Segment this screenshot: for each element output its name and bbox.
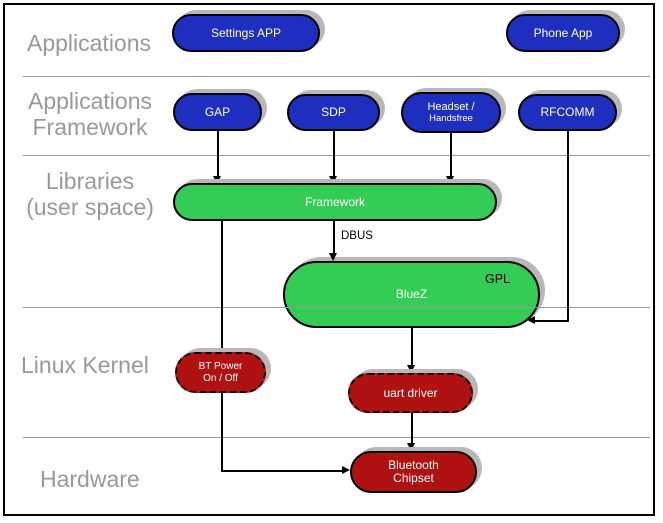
layer-label-hardware: Hardware xyxy=(40,466,140,492)
sdp-node: SDP xyxy=(287,94,380,131)
arrow-rfcomm-to-bluez-vline xyxy=(567,131,569,322)
layer-label-applications-framework: Applications Framework xyxy=(15,88,165,140)
arrow-uart-to-chipset-line xyxy=(411,413,413,444)
layer-label-libraries-line2: (user space) xyxy=(26,194,154,220)
sdp-label: SDP xyxy=(321,105,346,119)
gap-node: GAP xyxy=(173,93,262,131)
settings-app-label: Settings APP xyxy=(210,25,282,40)
arrow-rfcomm-to-bluez-head xyxy=(527,316,535,324)
diagram-border xyxy=(3,3,655,516)
layer-separator-1 xyxy=(23,76,650,77)
bluetooth-chipset-label-line2: Chipset xyxy=(393,471,434,485)
bluez-label: BlueZ xyxy=(395,287,428,301)
arrow-framework-to-bluez-head xyxy=(329,253,337,261)
bt-power-label-line1: BT Power xyxy=(198,360,243,372)
layer-separator-3 xyxy=(23,307,650,308)
bluetooth-chipset-label-line1: Bluetooth xyxy=(388,458,439,472)
arrow-framework-to-chipset-hline xyxy=(221,470,343,472)
bluez-node: BlueZ GPL xyxy=(283,261,540,328)
arrow-framework-to-bluez-line xyxy=(333,221,335,254)
layer-label-applications-framework-line1: Applications xyxy=(27,88,153,114)
arrow-headset-to-framework-head xyxy=(446,176,454,184)
headset-label-line1: Headset / xyxy=(427,101,475,113)
rfcomm-label: RFCOMM xyxy=(540,105,595,119)
layer-label-libraries-line1: Libraries xyxy=(45,168,135,194)
layer-label-applications-framework-line2: Framework xyxy=(32,114,148,140)
arrow-headset-to-framework-line xyxy=(450,132,452,177)
bluetooth-chipset-node: Bluetooth Chipset xyxy=(350,451,477,493)
headset-handsfree-node: Headset / Handsfree xyxy=(401,92,501,133)
dbus-edge-label: DBUS xyxy=(341,230,373,242)
uart-driver-node: uart driver xyxy=(348,373,473,413)
arrow-framework-to-chipset-head xyxy=(342,466,350,474)
phone-app-node: Phone App xyxy=(506,14,620,52)
arrow-framework-to-chipset-vline xyxy=(221,221,223,472)
arrow-bluez-to-uart-line xyxy=(411,328,413,366)
gpl-license-label: GPL xyxy=(484,272,510,286)
arrow-sdp-to-framework-head xyxy=(329,176,337,184)
layer-separator-2 xyxy=(23,155,650,156)
layer-label-applications: Applications xyxy=(27,30,152,56)
framework-label: Framework xyxy=(304,194,365,209)
settings-app-node: Settings APP xyxy=(172,14,320,52)
arrow-gap-to-framework-line xyxy=(217,131,219,177)
phone-app-label: Phone App xyxy=(533,25,593,40)
headset-label-line2: Handsfree xyxy=(429,113,473,124)
layer-label-libraries: Libraries (user space) xyxy=(10,168,170,220)
bt-power-node: BT Power On / Off xyxy=(175,352,266,393)
uart-driver-label: uart driver xyxy=(383,385,438,400)
arrow-rfcomm-to-bluez-hline xyxy=(534,320,569,322)
gap-label: GAP xyxy=(204,104,231,119)
layer-separator-4 xyxy=(23,437,650,438)
arrow-sdp-to-framework-line xyxy=(333,131,335,177)
arrow-uart-to-chipset-head xyxy=(407,443,415,451)
bt-power-label-line2: On / Off xyxy=(203,372,238,384)
rfcomm-node: RFCOMM xyxy=(518,94,617,131)
arrow-gap-to-framework-head xyxy=(213,176,221,184)
layer-label-linux-kernel: Linux Kernel xyxy=(21,352,149,378)
arrow-bluez-to-uart-head xyxy=(407,365,415,373)
framework-node: Framework xyxy=(173,183,497,221)
